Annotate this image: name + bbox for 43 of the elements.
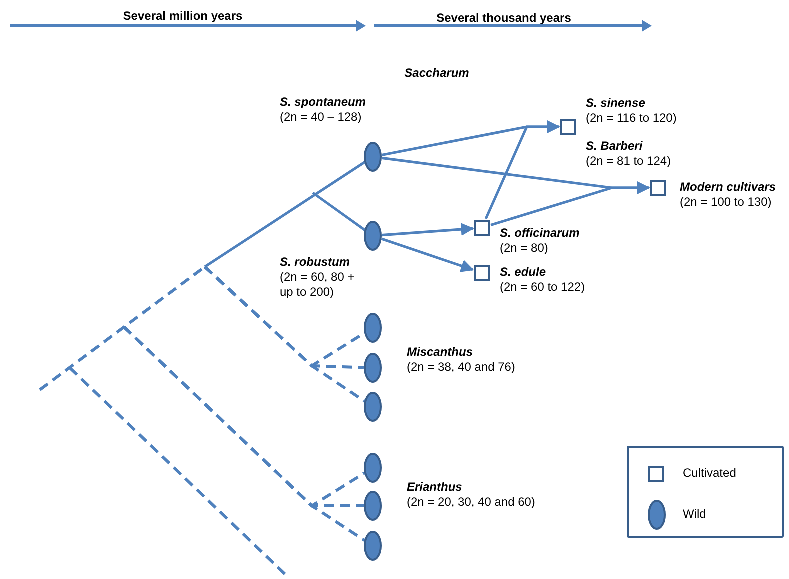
wild-ellipse [364,491,382,521]
species-name: Modern cultivars [680,180,776,195]
genus-label: Saccharum [404,66,470,81]
species-name: S. spontaneum [280,95,366,110]
arrow [484,120,560,220]
species-name: Erianthus [407,480,462,495]
species-name: S. sinense [586,96,646,111]
species-name: S. Barberi [586,139,643,154]
arrow [382,223,474,237]
arrow [381,238,474,272]
cultivated-square [474,220,490,236]
cultivated-square [560,119,576,135]
chromosome-count: (2n = 20, 30, 40 and 60) [407,495,536,510]
tree-branch [122,326,366,542]
species-name: S. robustum [280,255,350,270]
wild-ellipse [364,392,382,422]
legend-label: Wild [683,507,706,522]
period-label: Several million years [123,9,243,24]
chromosome-count: (2n = 38, 40 and 76) [407,360,516,375]
tree-branch [312,192,366,232]
wild-ellipse [364,221,382,251]
wild-ellipse [364,453,382,483]
arrow [490,182,650,226]
chromosome-count: (2n = 60, 80 + up to 200) [280,270,356,300]
species-name: S. edule [500,265,546,280]
legend-label: Cultivated [683,466,736,481]
species-name: S. officinarum [500,226,580,241]
wild-ellipse [364,142,382,172]
chromosome-count: (2n = 40 – 128) [280,110,362,125]
wild-ellipse [364,531,382,561]
period-label: Several thousand years [436,11,572,26]
tree-branch [204,161,366,268]
wild-ellipse [364,353,382,383]
species-name: Miscanthus [407,345,474,360]
chromosome-count: (2n = 81 to 124) [586,154,672,169]
chromosome-count: (2n = 100 to 130) [680,195,772,210]
cultivated-square [650,180,666,196]
chromosome-count: (2n = 60 to 122) [500,280,586,295]
chromosome-count: (2n = 116 to 120) [586,111,677,126]
tree-branch [204,266,366,403]
wild-ellipse [364,313,382,343]
cultivated-square [474,265,490,281]
chromosome-count: (2n = 80) [500,241,548,256]
